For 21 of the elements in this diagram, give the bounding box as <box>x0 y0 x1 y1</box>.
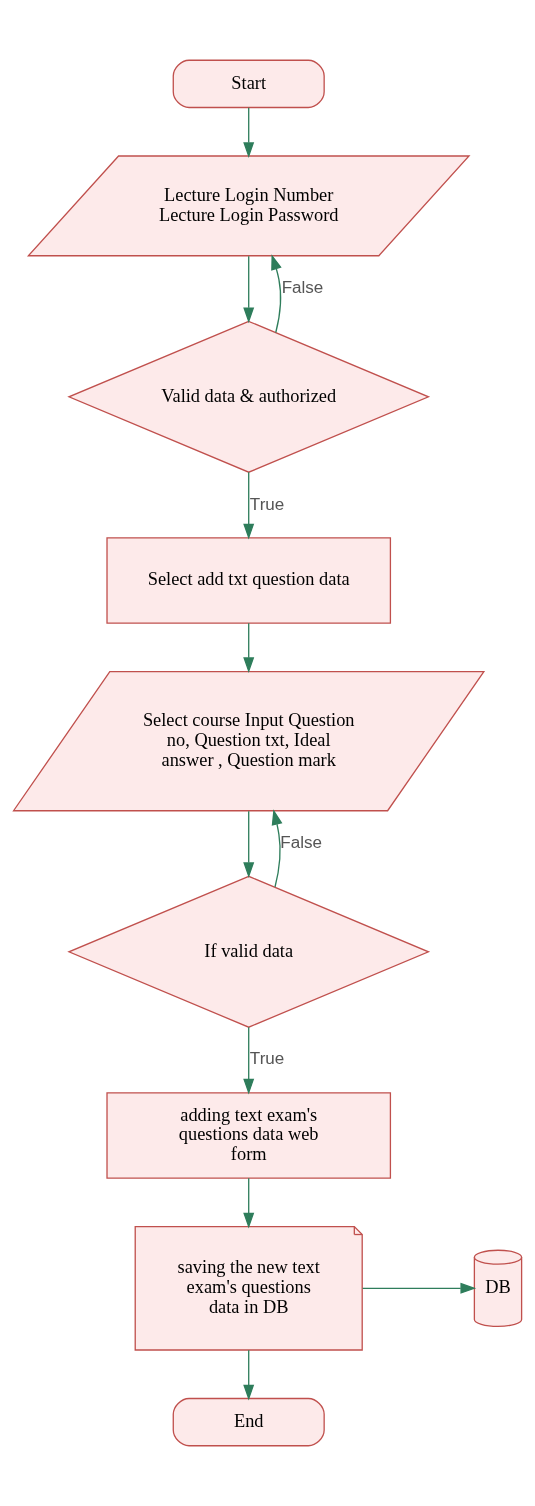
node-diamond: If valid data <box>67 875 431 1028</box>
arrow <box>243 255 255 324</box>
arrow <box>243 810 255 879</box>
arrow <box>243 1177 255 1229</box>
edge-label: True <box>249 1049 285 1069</box>
arrow <box>271 254 282 334</box>
node-box: Select add txt question data <box>106 537 392 624</box>
arrow <box>362 1282 477 1294</box>
arrow <box>243 107 255 158</box>
node-box: Start <box>172 59 325 109</box>
node-box: End <box>172 1397 325 1447</box>
edge-label: False <box>280 832 323 852</box>
edge-label: True <box>249 494 285 514</box>
edge-label: False <box>281 278 324 297</box>
arrow <box>243 471 255 540</box>
arrow <box>271 809 283 888</box>
arrow <box>243 1026 255 1095</box>
node-box: adding text exam's questions data web form <box>106 1092 392 1179</box>
arrow <box>243 1349 255 1401</box>
node-diamond: Valid data & authorized <box>67 320 431 473</box>
arrow <box>243 622 255 674</box>
